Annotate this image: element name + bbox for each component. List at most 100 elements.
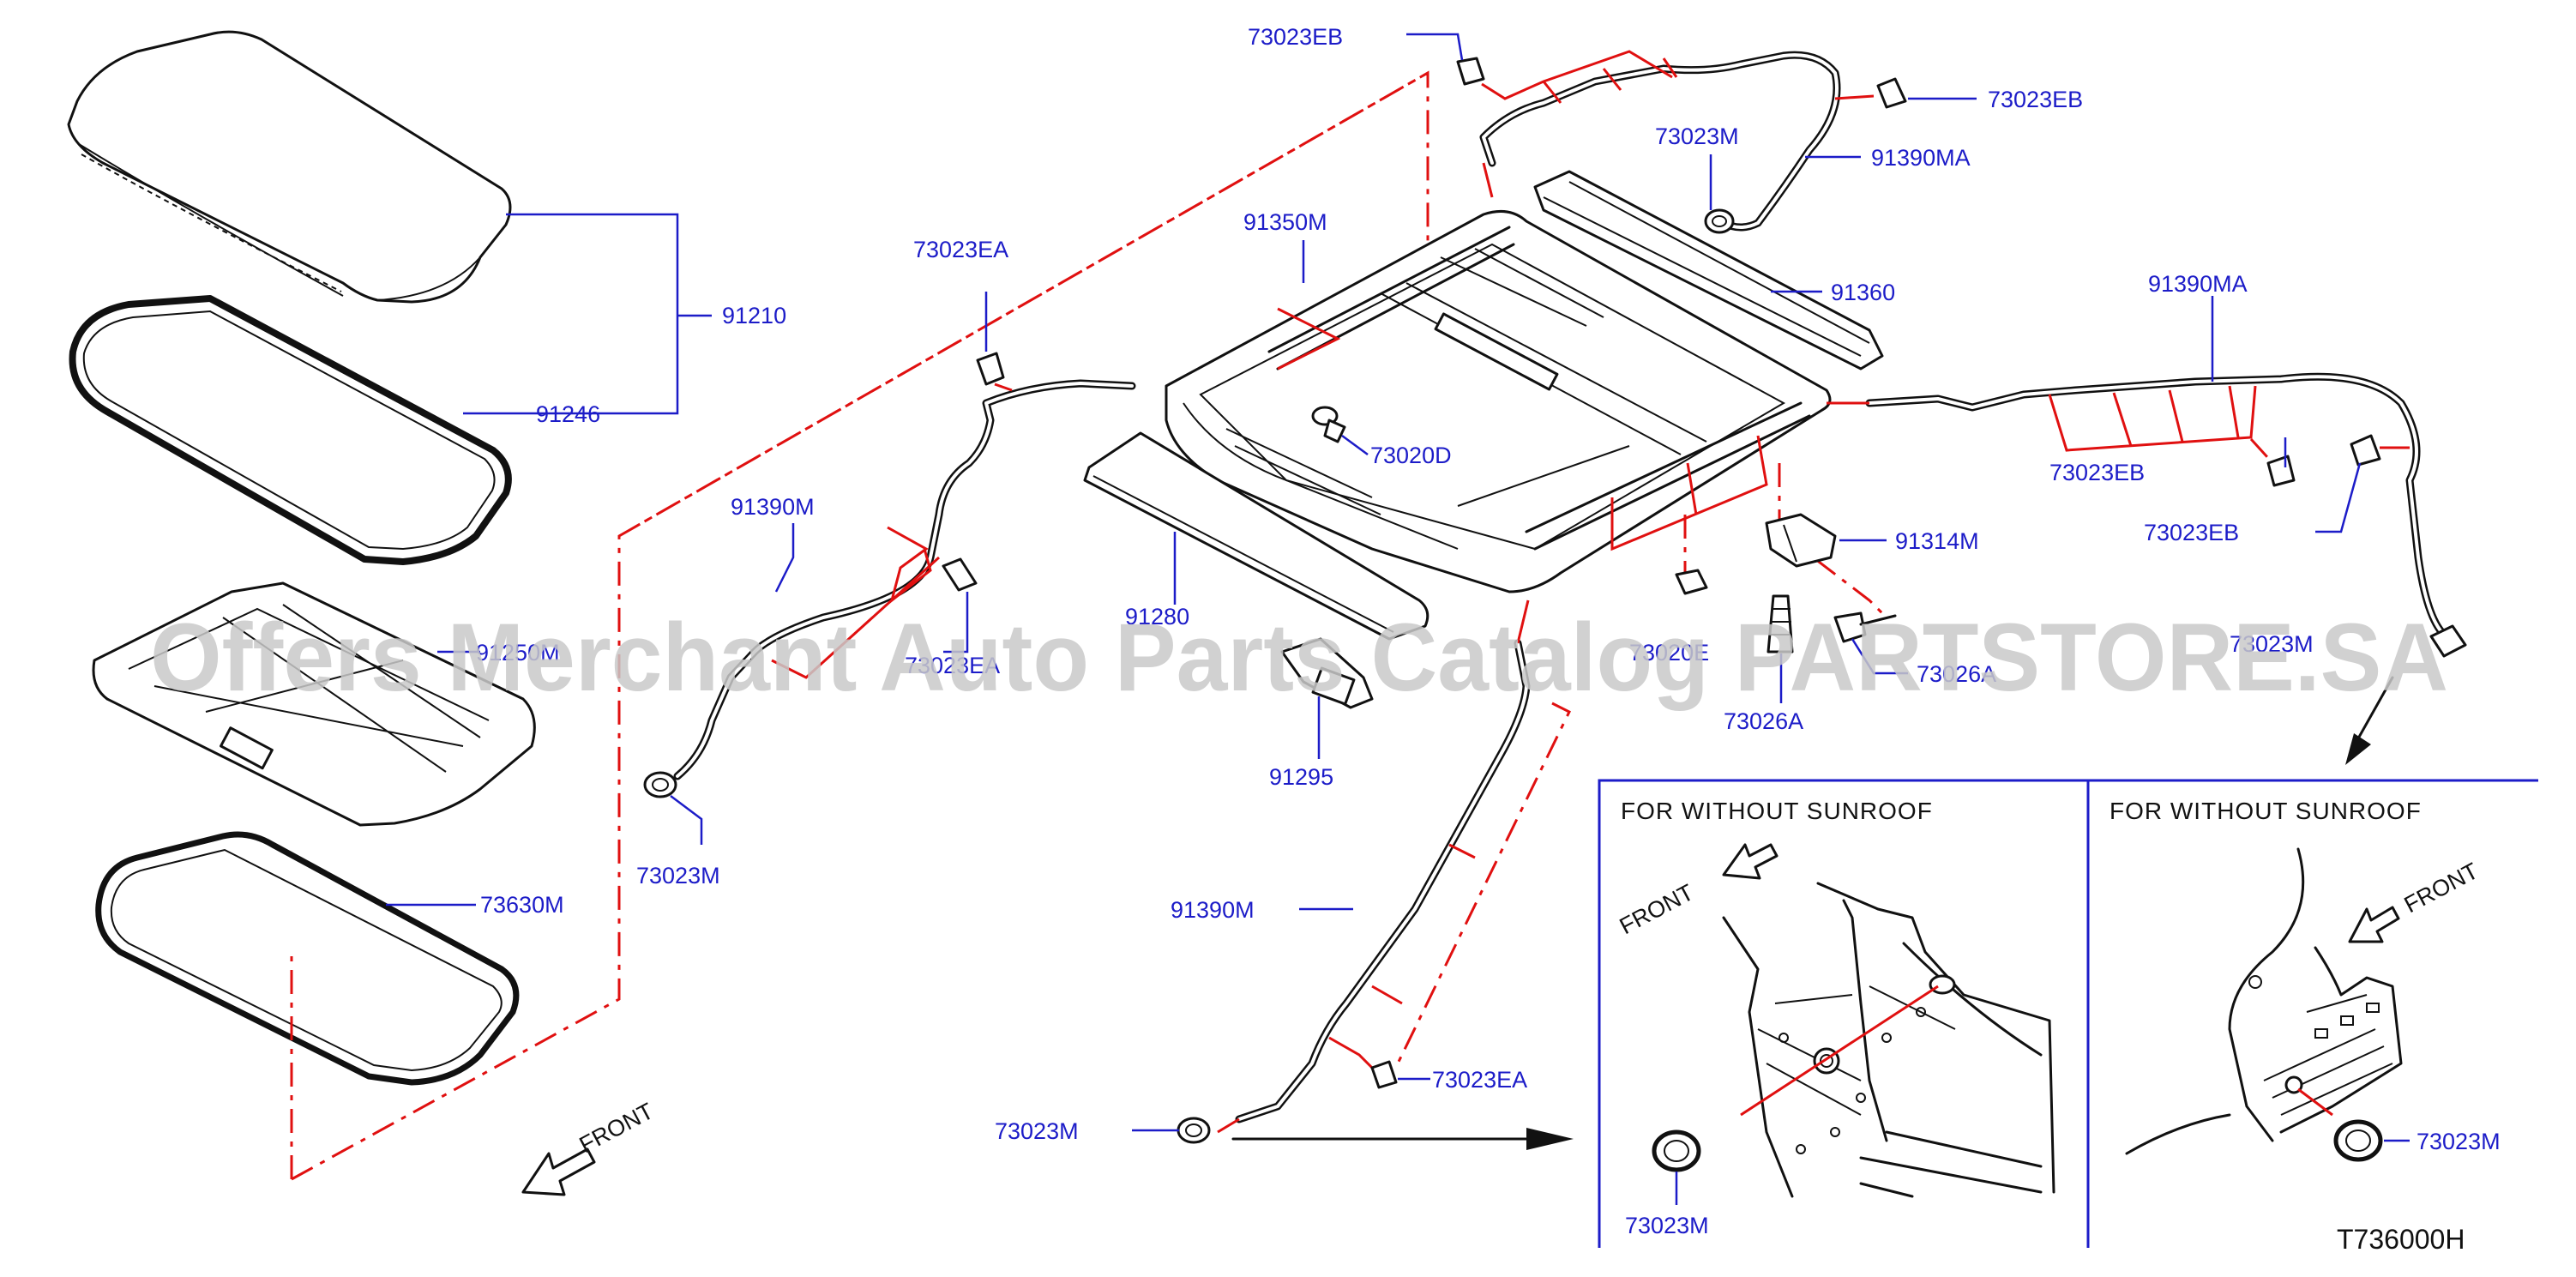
drain-hose-91390m-left [673, 379, 1136, 780]
bolt-73026a-right [1833, 611, 1897, 643]
arrow-to-right-inset [2352, 676, 2394, 748]
clip-73023eb-right-b [2350, 434, 2410, 467]
label-73026a-a: 73026A [1724, 708, 1803, 734]
tie-hose-right-dash [2249, 437, 2278, 469]
label-91390ma-b: 91390MA [2148, 271, 2248, 297]
label-73023eb-c: 73023EB [2049, 460, 2145, 485]
arrow-to-inset-head [1526, 1128, 1574, 1150]
grommet-73023m-left [643, 771, 677, 798]
clip-73023ea-bottom [1370, 1060, 1398, 1089]
sunshade-panel-91250m [92, 581, 536, 827]
hose-clip-tie-left-2 [771, 556, 941, 679]
tie-hose-bottom-end [1217, 1117, 1240, 1134]
clip-73023ea-top [976, 352, 1013, 392]
leader-73026a-b [1851, 638, 1908, 675]
drain-hose-91390m-bottom [1235, 639, 1531, 1123]
label-73023m-a: 73023M [636, 863, 720, 888]
inset-border [1598, 779, 2538, 1248]
label-91350m: 91350M [1243, 209, 1327, 235]
glass-panel-91210 [67, 30, 512, 304]
front-label-inset-left: FRONT [1616, 879, 1698, 939]
label-73023ea-b: 73023EA [905, 653, 1000, 678]
inset-left-tie [1740, 985, 1939, 1117]
tie-hose-right [2048, 385, 2257, 452]
label-91246: 91246 [536, 401, 600, 427]
leader-73023m-a [670, 795, 703, 845]
grommet-73023m-inset-right [2333, 1119, 2383, 1162]
grommet-73023m-right [2429, 624, 2467, 658]
watermark-text: Offers Merchant Auto Parts Catalog PARTS… [150, 604, 2448, 711]
inset-left-title: FOR WITHOUT SUNROOF [1621, 798, 1933, 824]
leader-73023eb-d [2315, 462, 2362, 533]
tie-hose-bottom-top [1516, 599, 1530, 644]
nut-73020e [1675, 569, 1708, 595]
sunroof-frame-91350m [1165, 209, 1832, 593]
label-91295: 91295 [1269, 764, 1333, 790]
clip-73023eb-top-right [1876, 77, 1907, 109]
drain-hose-91390ma-right [1865, 372, 2448, 639]
motor-91295 [1280, 637, 1374, 709]
label-73023m-e: 73023M [1625, 1213, 1709, 1238]
sunshade-91280 [1083, 431, 1429, 641]
assembly-line-left [290, 70, 1429, 1181]
tie-hose-top-3 [1834, 94, 1875, 100]
arrow-to-right-inset-head [2345, 733, 2371, 765]
label-73020d: 73020D [1370, 443, 1452, 468]
front-arrow-inset-left: FRONT [1616, 843, 1779, 939]
grommet-73023m-top [1704, 208, 1735, 234]
clip-73023eb-top-left [1456, 57, 1485, 86]
label-91210: 91210 [722, 303, 786, 328]
label-91360: 91360 [1831, 280, 1895, 305]
leader-73020d [1341, 434, 1369, 456]
leader-73023eb-a [1406, 33, 1464, 61]
leader-73023ea-b [943, 592, 969, 654]
label-73023m-c: 73023M [1655, 123, 1739, 149]
wind-deflector-91360 [1533, 170, 1884, 370]
tie-hose-bottom-dash [1396, 702, 1571, 1064]
label-73023eb-a: 73023EB [1248, 24, 1343, 50]
label-91314m: 91314M [1895, 528, 1979, 554]
clip-73023eb-right-a [2266, 455, 2296, 487]
leader-91210 [463, 213, 712, 415]
label-73023m-f: 73023M [2417, 1129, 2501, 1154]
grommet-73023m-bottom [1177, 1117, 1211, 1144]
drain-hose-91390ma-top [1479, 51, 1841, 232]
label-91390ma-a: 91390MA [1871, 145, 1971, 171]
bracket-91314m [1765, 513, 1837, 568]
tie-91350m [1277, 307, 1341, 370]
label-73023m-b: 73023M [995, 1118, 1079, 1144]
label-91390m-b: 91390M [1171, 897, 1255, 923]
front-label-left: FRONT [575, 1098, 658, 1158]
label-73023ea-a: 73023EA [913, 237, 1008, 262]
label-73023m-d: 73023M [2230, 631, 2314, 657]
clip-73023ea-mid [942, 557, 978, 592]
label-91390m-a: 91390M [731, 494, 815, 520]
inset-right-title: FOR WITHOUT SUNROOF [2110, 798, 2422, 824]
inset-right-tie [2297, 1087, 2333, 1117]
leader-91390m-a [774, 523, 795, 593]
tie-hose-top [1481, 50, 1678, 104]
front-arrow-inset-right: FRONT [2348, 858, 2483, 943]
label-91280: 91280 [1125, 604, 1189, 629]
label-91250m: 91250M [476, 640, 560, 666]
diagram-code: T736000H [2337, 1224, 2465, 1255]
front-label-inset-right: FRONT [2400, 858, 2483, 918]
label-73630m: 73630M [480, 892, 564, 918]
frame-seal-73630m [95, 831, 520, 1086]
front-arrow-left: FRONT [521, 1098, 658, 1196]
tie-hose-top-2 [1482, 162, 1494, 198]
bolt-73026a-center [1766, 594, 1794, 654]
weatherstrip-91246 [69, 295, 512, 565]
label-73026a-b: 73026A [1917, 661, 1996, 687]
label-73020e: 73020E [1629, 640, 1709, 666]
label-73023eb-b: 73023EB [1988, 87, 2083, 112]
inset-left-body [1722, 882, 2055, 1198]
label-73023eb-d: 73023EB [2144, 520, 2239, 545]
screw-73020d [1311, 406, 1346, 443]
inset-right-body [2125, 847, 2403, 1155]
tie-hose-bottom-marks [1328, 843, 1476, 1078]
label-73023ea-c: 73023EA [1432, 1067, 1527, 1093]
grommet-73023m-inset-left [1652, 1129, 1701, 1172]
tie-bracket [1610, 435, 1768, 551]
